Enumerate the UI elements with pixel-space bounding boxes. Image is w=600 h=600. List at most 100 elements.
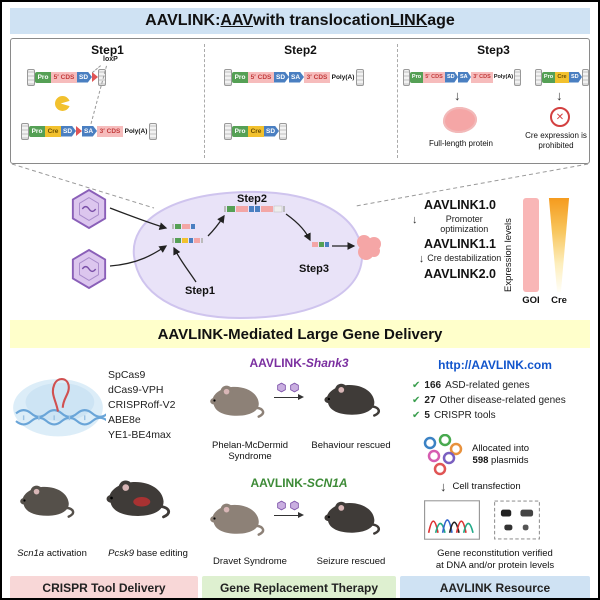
- splice-donor-segment: SD: [264, 125, 279, 137]
- cell-step2-label: Step2: [237, 193, 267, 205]
- step2-title: Step2: [284, 43, 317, 57]
- plasmid-suffix: plasmids: [488, 455, 529, 466]
- promoter-segment: Pro: [35, 71, 51, 83]
- itr-icon: [98, 68, 106, 86]
- down-arrow-icon: ↓: [418, 252, 425, 265]
- transition-cre-destabilization: ↓ Cre destabilization: [412, 253, 508, 266]
- cell-transfection-step: ↓ Cell transfection: [440, 480, 521, 493]
- down-arrow-icon: ↓: [440, 479, 447, 494]
- footer-aavlink-resource: AAVLINK Resource: [400, 576, 590, 598]
- cell-diagram: Step2 Step1 Step3: [11, 164, 589, 320]
- loxp-label: loxP: [103, 56, 118, 63]
- infection-arrow: [109, 207, 168, 230]
- itr-icon: [224, 122, 232, 140]
- step1-title: Step1: [91, 43, 124, 57]
- treatment-arrow: [274, 394, 304, 400]
- transfection-label: Cell transfection: [452, 481, 521, 492]
- allocation-prefix: Allocated into: [472, 442, 530, 454]
- infection-arrow: [109, 245, 168, 267]
- cell-vector2-mini: [172, 238, 203, 243]
- stat-number: 5: [424, 410, 430, 421]
- goi-expression-bar: [523, 198, 539, 292]
- version-aavlink-1-0: AAVLINK1.0: [423, 198, 496, 212]
- stat-label: ASD-related genes: [445, 380, 530, 391]
- step3-cre-construct: Pro Cre SD: [535, 68, 589, 86]
- step2-arrow: [207, 214, 225, 237]
- splice-donor-segment: SD: [274, 71, 289, 83]
- aav-treatment-icon: [274, 382, 304, 400]
- protein-blob-icon: [357, 235, 381, 260]
- promoter-segment: Pro: [410, 71, 423, 83]
- section-banner: AAVLINK-Mediated Large Gene Delivery: [10, 320, 590, 348]
- plasmid-number: 598: [472, 455, 489, 466]
- pcsk9-caption: Pcsk9 base editing: [98, 548, 198, 559]
- promoter-segment: Pro: [542, 71, 555, 83]
- rescued-mouse-icon: [322, 380, 382, 418]
- step1-vector2-construct: Pro Cre SD SA 3′ CDS Poly(A): [21, 122, 157, 140]
- version-aavlink-2-0: AAVLINK2.0: [423, 267, 496, 282]
- cre-prohibited-caption: Cre expression is prohibited: [525, 131, 587, 150]
- goi-bar-label: GOI: [522, 295, 540, 306]
- down-arrow-icon: ↓: [556, 88, 563, 103]
- title-part-underlined-link: LINK: [389, 12, 428, 29]
- stat-number: 27: [424, 395, 436, 406]
- polya-segment: Poly(A): [331, 73, 355, 81]
- virion-icon: [276, 382, 287, 393]
- down-arrow-icon: ↓: [454, 88, 461, 103]
- loxp-site-icon: [92, 72, 98, 82]
- cell-mrna-mini: [312, 242, 329, 247]
- protein-blot-icon: [494, 500, 540, 540]
- check-icon: ✔: [412, 380, 421, 391]
- gene-name: Scn1a: [17, 548, 45, 559]
- splice-donor-segment: SD: [569, 71, 582, 83]
- itr-icon: [403, 68, 410, 86]
- verification-line2: at DNA and/or protein levels: [435, 559, 555, 571]
- stat-label: Other disease-related genes: [439, 395, 566, 406]
- expression-levels-axis-label: Expression levels: [503, 218, 514, 292]
- aavlink-url-link[interactable]: http://AAVLINK.com: [438, 358, 552, 372]
- aav-capsid-icon: [71, 189, 107, 229]
- case2-after-caption: Seizure rescued: [316, 556, 386, 567]
- aavlink-resource-column: http://AAVLINK.com ✔ 166 ASD-related gen…: [400, 350, 590, 574]
- step1-vector1-construct: Pro 5′ CDS SD: [27, 68, 106, 86]
- scn1a-caption: Scn1a activation: [10, 548, 94, 559]
- itr-icon: [356, 68, 364, 86]
- allocation-text: Allocated into 598 plasmids: [472, 443, 529, 468]
- polya-segment: Poly(A): [493, 74, 514, 80]
- title-part: with translocation: [253, 12, 390, 29]
- itr-icon: [27, 68, 35, 86]
- stat-asd-genes: ✔ 166 ASD-related genes: [412, 380, 530, 391]
- full-length-protein-caption: Full-length protein: [428, 139, 494, 148]
- gene-name: SCN1A: [306, 476, 348, 490]
- splice-acceptor-segment: SA: [289, 71, 304, 83]
- sanger-chromatogram-icon: [424, 500, 480, 540]
- virion-icon: [289, 500, 300, 511]
- tool-item: ABE8e: [108, 414, 141, 426]
- footer-gene-replacement-therapy: Gene Replacement Therapy: [202, 576, 396, 598]
- cell-step1-label: Step1: [185, 285, 215, 297]
- virion-icon: [276, 500, 287, 511]
- aavlink-scn1a-title: AAVLINK-SCN1A: [202, 476, 396, 490]
- plasmid-cluster-icon: [423, 434, 463, 476]
- step-separator: [397, 44, 398, 158]
- crispr-complex-icon: [13, 378, 106, 437]
- cre-segment: Cre: [45, 125, 61, 137]
- gene-name: Shank3: [305, 356, 349, 370]
- scn1a-mouse-icon: [18, 482, 76, 519]
- transition-promoter-optimization: ↓ Promoter optimization: [412, 214, 508, 235]
- check-icon: ✔: [412, 395, 421, 406]
- cds5-segment: 5′ CDS: [51, 71, 77, 83]
- dashed-connector-right: [355, 164, 589, 207]
- allocation-count: 598 plasmids: [472, 455, 529, 467]
- pcsk9-mouse-icon: [104, 476, 172, 520]
- title-prefix: AAVLINK-: [249, 356, 306, 370]
- dravet-mouse-icon: [208, 500, 266, 537]
- case2-before-caption: Dravet Syndrome: [213, 556, 287, 567]
- step3-recombined-construct: Pro 5′ CDS SD SA 3′ CDS Poly(A): [403, 68, 521, 86]
- stat-number: 166: [424, 380, 442, 391]
- title-prefix: AAVLINK-: [250, 476, 307, 490]
- step3-arrow: [285, 213, 311, 242]
- virion-icon: [289, 382, 300, 393]
- itr-icon: [582, 68, 589, 86]
